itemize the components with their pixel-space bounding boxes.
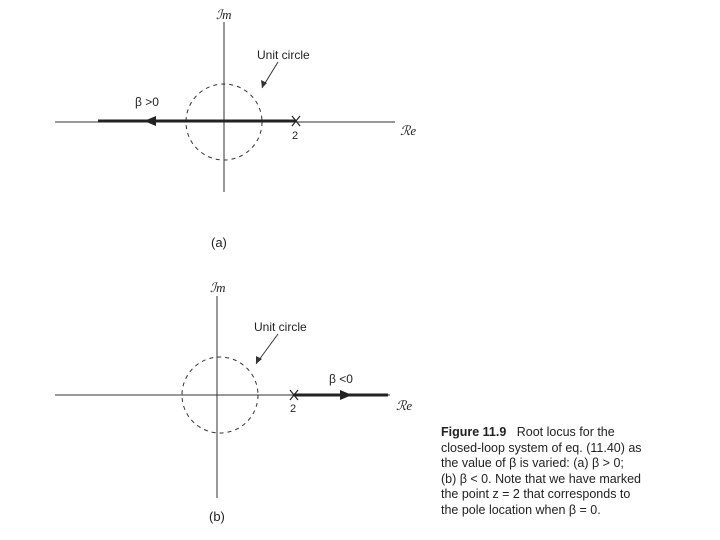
caption-line-5: the point z = 2 that corresponds to: [441, 487, 631, 501]
caption-line-4: (b) β < 0. Note that we have marked: [441, 471, 641, 486]
panel-b-pole-value: 2: [290, 403, 296, 415]
caption-line-1: Figure 11.9 Root locus for the: [441, 425, 711, 441]
figure-caption: Figure 11.9 Root locus for the closed-lo…: [441, 425, 711, 518]
caption-line-3: the value of β is varied: (a) β > 0;: [441, 456, 624, 470]
panel-a-circle-label: Unit circle: [257, 48, 310, 62]
caption-line-2: closed-loop system of eq. (11.40) as: [441, 440, 642, 455]
panel-b-real-axis-label: ℛe: [396, 398, 412, 413]
panel-b-unit-circle: [181, 356, 259, 434]
panel-b: Unit circle 2 β <0 ℐm ℛe (b): [55, 280, 412, 524]
caption-text-1: Root locus for the: [516, 425, 615, 439]
caption-line-6: the pole location when β = 0.: [441, 502, 601, 517]
panel-a-imag-axis-label: ℐm: [216, 7, 232, 22]
panel-a-pointer-head: [261, 80, 267, 88]
panel-a: Unit circle 2 β >0 ℐm ℛe (a): [55, 7, 416, 250]
panel-b-circle-label: Unit circle: [254, 320, 307, 334]
panel-a-locus-arrow: [144, 116, 156, 126]
panel-a-pole-marker: [291, 115, 301, 127]
panel-b-pointer-head: [256, 356, 262, 364]
panel-a-pole-value: 2: [292, 130, 298, 142]
panel-a-label: (a): [211, 235, 227, 250]
panel-a-locus-label: β >0: [135, 95, 159, 109]
caption-figure-label: Figure 11.9: [441, 425, 507, 439]
panel-b-pole-marker: [289, 389, 299, 401]
panel-b-locus-arrow: [340, 390, 352, 400]
panel-b-imag-axis-label: ℐm: [210, 280, 226, 295]
panel-b-locus-label: β <0: [329, 372, 353, 386]
panel-b-label: (b): [209, 509, 225, 524]
panel-a-real-axis-label: ℛe: [400, 123, 416, 138]
